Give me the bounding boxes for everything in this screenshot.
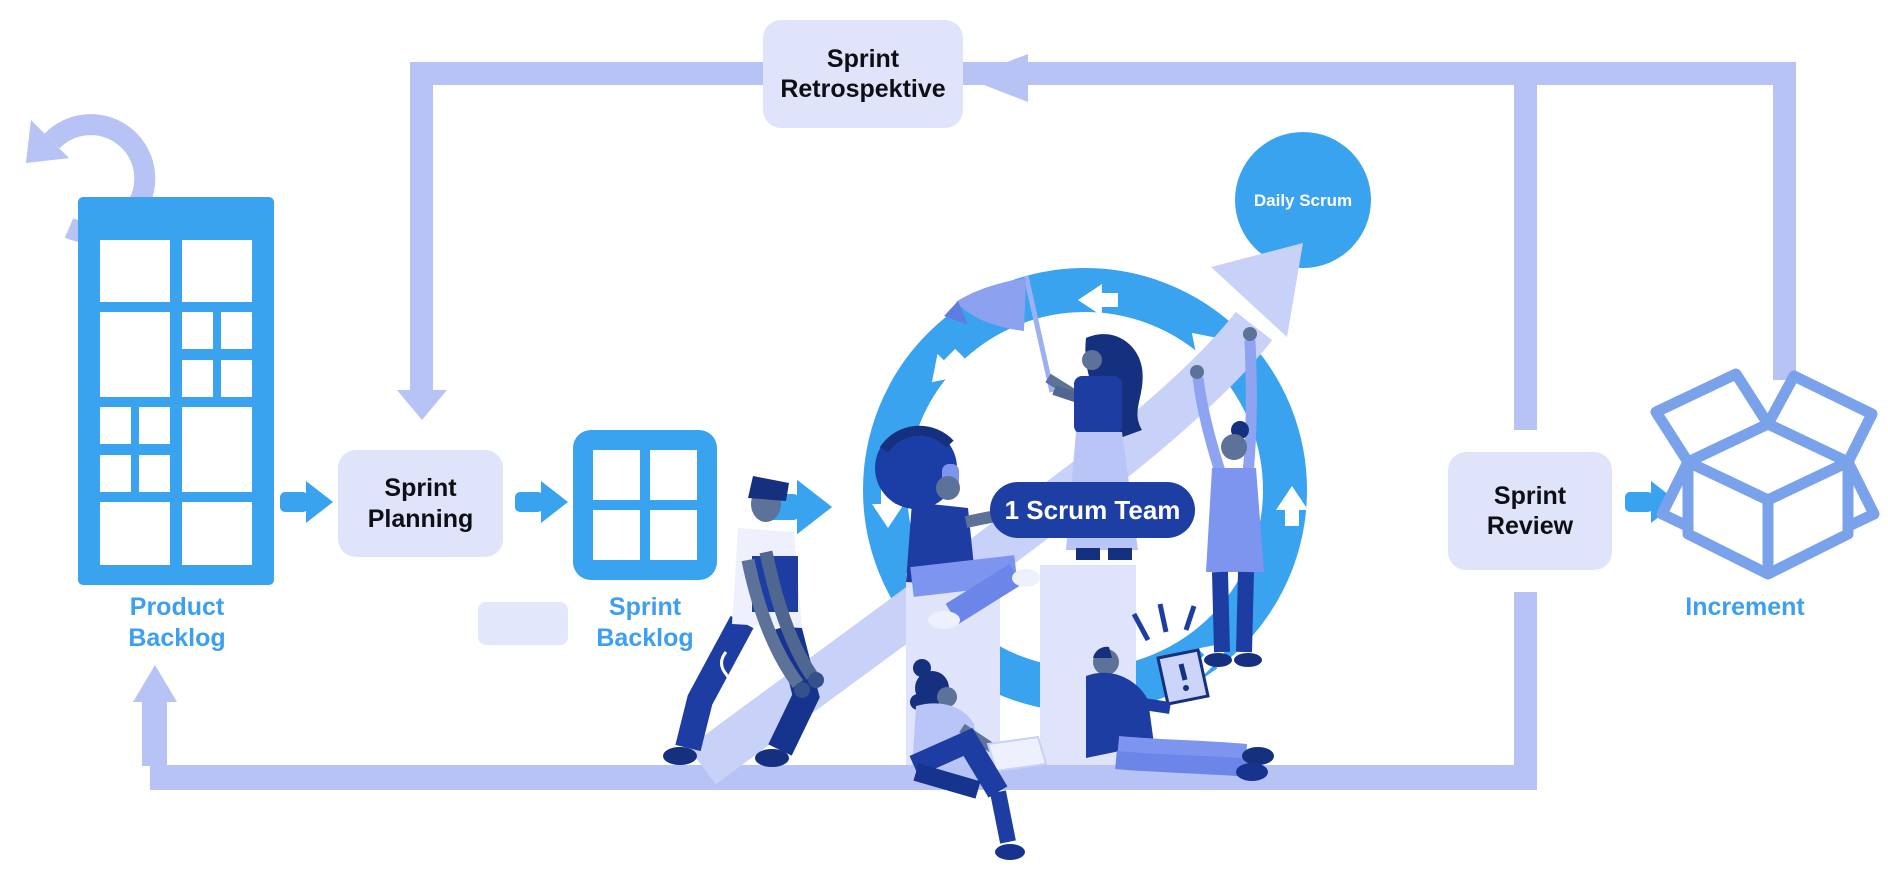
flow-line-bottom-left-vertical xyxy=(142,700,167,766)
flow-arrow-icon xyxy=(515,481,568,523)
person-flag xyxy=(944,275,1143,560)
flow-arrow-icon xyxy=(280,481,333,523)
flow-line-bottom xyxy=(150,765,1537,790)
person-laptop xyxy=(1086,603,1274,781)
node-sprint-review-label: Sprint Review xyxy=(1486,481,1574,541)
person-writing xyxy=(909,659,1048,860)
arrowhead-into-retrospective xyxy=(966,54,1028,102)
flow-line-review-top xyxy=(1514,85,1537,430)
flow-line-top xyxy=(410,62,1796,85)
node-sprint-review[interactable]: Sprint Review xyxy=(1448,452,1612,570)
increment-box-icon xyxy=(1650,368,1880,580)
product-backlog-icon xyxy=(78,197,274,585)
flow-line-left-elbow xyxy=(410,62,433,392)
sprint-backlog-icon xyxy=(573,430,717,580)
person-headphones xyxy=(875,425,1058,629)
daily-scrum-circle xyxy=(1235,132,1371,268)
node-sprint-planning-label: Sprint Planning xyxy=(367,474,474,533)
node-sprint-retrospektive[interactable]: Sprint Retrospektive xyxy=(763,20,963,128)
pedestal-small xyxy=(478,602,568,645)
arrowhead-into-product-backlog xyxy=(133,665,177,702)
node-sprint-planning[interactable]: Sprint Planning xyxy=(338,450,503,557)
arrowhead-into-planning xyxy=(397,390,447,420)
flow-line-right-vertical xyxy=(1773,62,1796,380)
node-sprint-retrospektive-label: Sprint Retrospektive xyxy=(780,44,946,104)
person-cheering xyxy=(1190,327,1264,667)
person-pulling xyxy=(663,476,824,767)
flow-line-review-bottom xyxy=(1514,592,1537,790)
